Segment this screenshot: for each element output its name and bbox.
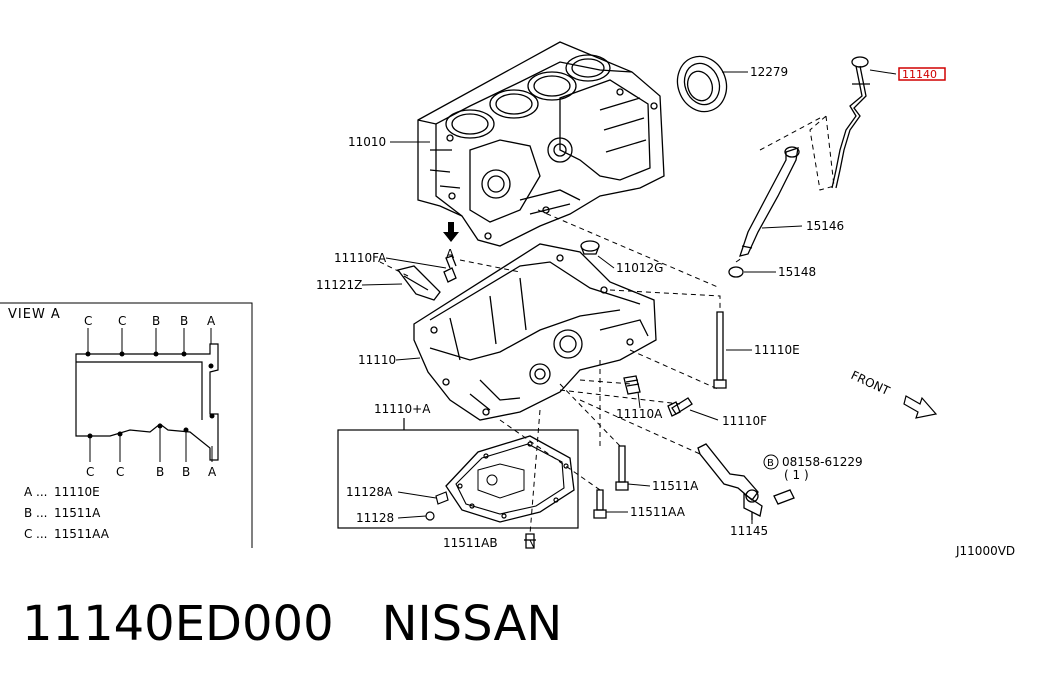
plug-drawing xyxy=(580,240,600,255)
view-a-top-letter: B xyxy=(152,314,160,328)
view-a-outline xyxy=(75,343,219,461)
legend-dots: ... xyxy=(36,527,47,541)
label-11128a: 11128A xyxy=(346,485,393,499)
legend-dots: ... xyxy=(36,485,47,499)
oil-level-gauge-guide-drawing xyxy=(739,146,800,257)
o-ring-drawing xyxy=(728,266,744,278)
bolt-11110fa-drawing xyxy=(443,255,457,283)
legend-part: 11511AA xyxy=(54,527,110,541)
label-15146: 15146 xyxy=(806,219,844,233)
footer-part-number: 11140ED000 xyxy=(22,596,334,652)
label-11511ab: 11511AB xyxy=(443,536,498,550)
label-08158-qty: ( 1 ) xyxy=(784,468,809,482)
label-11110fa: 11110FA xyxy=(334,251,387,265)
view-a-leaders xyxy=(87,328,213,462)
view-a-bottom-letter: A xyxy=(208,465,217,479)
diagram-code: J11000VD xyxy=(955,544,1015,558)
label-11110-plus-a: 11110+A xyxy=(374,402,431,416)
front-label: FRONT xyxy=(849,368,893,398)
front-indicator: FRONT xyxy=(849,368,938,419)
label-11511a: 11511A xyxy=(652,479,699,493)
label-11121z: 11121Z xyxy=(316,278,362,292)
legend-key: C xyxy=(24,527,32,541)
oil-tube-drawing xyxy=(697,443,795,520)
label-view-a-arrow: A xyxy=(446,247,455,261)
highlight-box xyxy=(898,67,946,81)
view-a-bottom-letter: B xyxy=(156,465,164,479)
front-arrow-icon xyxy=(903,395,938,419)
view-a-panel: VIEW A C C B B A C C B B A A ... 11110E … xyxy=(0,302,253,548)
bolt-11110a-drawing xyxy=(623,375,641,395)
label-11110e: 11110E xyxy=(754,343,800,357)
label-12279: 12279 xyxy=(750,65,788,79)
rear-oil-seal-drawing xyxy=(676,55,728,113)
view-a-title: VIEW A xyxy=(8,307,61,322)
oil-level-gauge-drawing xyxy=(831,56,870,189)
view-a-bottom-letter: C xyxy=(86,465,94,479)
label-11110f: 11110F xyxy=(722,414,767,428)
legend-part: 11511A xyxy=(54,506,101,520)
view-a-arrow-icon xyxy=(443,222,459,242)
label-11010: 11010 xyxy=(348,135,386,149)
label-11128: 11128 xyxy=(356,511,394,525)
label-08158-61229: 08158-61229 xyxy=(782,455,863,469)
view-a-bottom-letter: C xyxy=(116,465,124,479)
bolts-11511-drawing xyxy=(593,445,629,519)
legend-key: B xyxy=(24,506,32,520)
label-11145: 11145 xyxy=(730,524,768,538)
footer-caption: 11140ED000 NISSAN xyxy=(22,596,610,652)
assembly-dashed-lines xyxy=(379,114,835,535)
label-11110a: 11110A xyxy=(616,407,663,421)
view-a-top-letter: A xyxy=(207,314,216,328)
legend-dots: ... xyxy=(36,506,47,520)
bolt-11110f-drawing xyxy=(667,397,693,417)
lower-crankcase-drawing xyxy=(413,243,657,421)
oil-pan-set-box xyxy=(337,418,579,529)
view-a-bolt-points xyxy=(85,351,215,439)
label-11511aa: 11511AA xyxy=(630,505,686,519)
label-11140: 11140 xyxy=(902,68,937,81)
footer-brand: NISSAN xyxy=(381,596,563,652)
view-a-bottom-letter: B xyxy=(182,465,190,479)
cylinder-block-drawing xyxy=(417,41,665,247)
baffle-plate-drawing xyxy=(396,265,441,301)
legend-part: 11110E xyxy=(54,485,100,499)
view-a-top-letter: C xyxy=(84,314,92,328)
view-a-top-letter: B xyxy=(180,314,188,328)
label-11110: 11110 xyxy=(358,353,396,367)
bolt-11110e-drawing xyxy=(713,311,727,389)
leader-lines xyxy=(361,69,897,549)
label-11012g: 11012G xyxy=(616,261,663,275)
view-a-top-letter: C xyxy=(118,314,126,328)
legend-key: A xyxy=(24,485,33,499)
label-08158-b: B xyxy=(767,458,774,469)
label-15148: 15148 xyxy=(778,265,816,279)
bolt-b-circle-icon xyxy=(763,454,779,470)
